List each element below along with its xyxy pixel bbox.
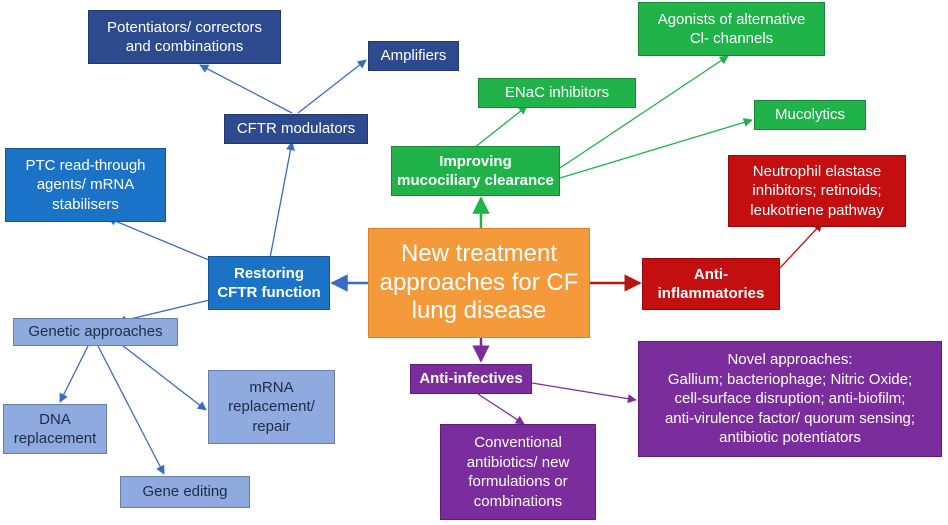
arrow-modulators-amplifiers <box>297 59 367 114</box>
mucolytics-node: Mucolytics <box>754 100 866 130</box>
genetic-approaches-node: Genetic approaches <box>13 318 178 346</box>
novel-approaches-node: Novel approaches: Gallium; bacteriophage… <box>638 341 942 457</box>
arrow-mucociliary-enac <box>473 105 528 149</box>
agonists-node: Agonists of alternative Cl- channels <box>638 2 825 56</box>
center-node: New treatment approaches for CF lung dis… <box>368 228 590 338</box>
gene-editing-node: Gene editing <box>120 476 250 508</box>
dna-replacement-node: DNA replacement <box>3 404 107 454</box>
arrow-genetic-gene-editing <box>97 345 165 475</box>
mrna-replacement-node: mRNA replacement/ repair <box>208 370 335 444</box>
restoring-cftr-node: Restoring CFTR function <box>208 256 330 310</box>
arrow-antiinfectives-novel <box>531 382 637 404</box>
cftr-modulators-node: CFTR modulators <box>224 114 368 144</box>
arrow-restoring-genetic <box>117 296 223 325</box>
conventional-antibiotics-node: Conventional antibiotics/ new formulatio… <box>440 424 596 520</box>
arrow-antiinfectives-conventional <box>477 393 525 425</box>
neutrophil-node: Neutrophil elastase inhibitors; retinoid… <box>728 155 906 227</box>
anti-inflammatories-node: Anti- inflammatories <box>642 258 780 310</box>
mucociliary-node: Improving mucociliary clearance <box>391 146 560 196</box>
arrow-modulators-potentiators <box>199 64 293 114</box>
arrow-genetic-mrna <box>117 341 207 411</box>
arrow-antiinflam-neutrophil <box>779 222 823 269</box>
potentiators-node: Potentiators/ correctors and combination… <box>88 10 281 64</box>
amplifiers-node: Amplifiers <box>368 41 459 71</box>
enac-inhibitors-node: ENaC inhibitors <box>478 78 636 108</box>
arrow-mucociliary-agonists <box>559 55 729 169</box>
arrow-mucociliary-mucolytics <box>559 118 753 179</box>
arrow-restoring-cftr-modulators <box>269 141 295 259</box>
anti-infectives-node: Anti-infectives <box>410 364 532 394</box>
ptc-node: PTC read-through agents/ mRNA stabiliser… <box>5 148 166 222</box>
arrow-genetic-dna <box>59 345 89 403</box>
